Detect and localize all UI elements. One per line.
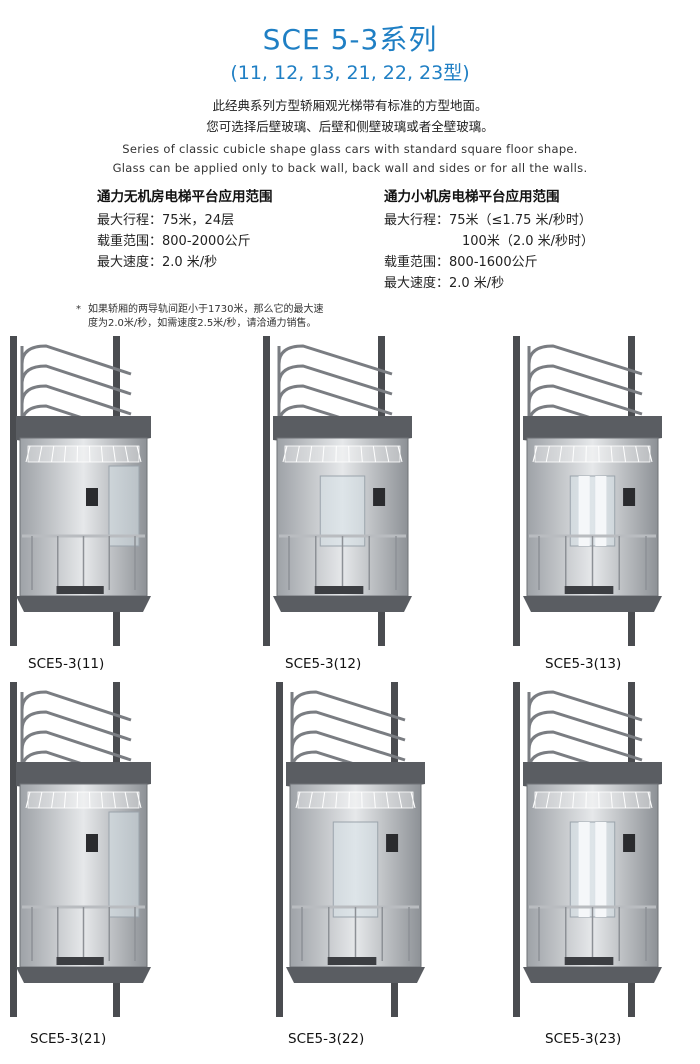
model-caption-23: SCE5-3(23) (545, 1031, 622, 1047)
model-caption-22: SCE5-3(22) (288, 1031, 365, 1047)
car-control-panel (386, 834, 399, 852)
spec-right-row: 最大速度：2.0 米/秒 (384, 276, 505, 291)
page-subtitle: (11, 12, 13, 21, 22, 23型) (230, 62, 470, 84)
spec-right-row: 最大行程：75米（≤1.75 米/秒时） (384, 213, 592, 228)
elevator-image-22 (268, 682, 443, 1017)
top-railing (277, 344, 393, 376)
footnote: * 如果轿厢的两导轨间距小于1730米，那么它的最大速 度为2.0米/秒，如需速… (76, 303, 388, 331)
footnote-line-1: 如果轿厢的两导轨间距小于1730米，那么它的最大速 (88, 304, 324, 315)
ceiling-light (532, 791, 653, 809)
glass-panel (569, 821, 616, 918)
ceiling-light (282, 445, 403, 463)
floor-mat (56, 957, 104, 965)
spec-left-heading: 通力无机房电梯平台应用范围 (97, 189, 273, 205)
elevator-image-23 (505, 682, 680, 1017)
car-canopy (523, 416, 662, 445)
footnote-star: * (76, 304, 81, 315)
glass-panel (595, 476, 607, 546)
guide-rail (513, 682, 520, 1017)
model-caption-11: SCE5-3(11) (28, 656, 105, 672)
floor-mat (327, 957, 377, 965)
car-floor (523, 596, 662, 612)
car-control-panel (86, 488, 98, 506)
floor-mat (314, 586, 364, 594)
spec-left-block: 通力无机房电梯平台应用范围 最大行程：75米，24层 载重范围：800-2000… (97, 187, 273, 273)
elevator-image-11 (8, 336, 183, 646)
car-floor (523, 967, 662, 983)
spec-right-row: 100米（2.0 米/秒时） (462, 234, 594, 249)
car-canopy (286, 762, 425, 791)
glass-panel (319, 475, 366, 547)
elevator-image-13 (505, 336, 680, 646)
ceiling-light (532, 445, 653, 463)
floor-mat (564, 957, 614, 965)
top-railing (527, 690, 643, 722)
ceiling-light (25, 791, 142, 809)
guide-rail (10, 336, 17, 646)
elevator-image-21 (8, 682, 183, 1017)
spec-right-block: 通力小机房电梯平台应用范围 最大行程：75米（≤1.75 米/秒时） 100米（… (384, 187, 594, 294)
guide-rail (10, 682, 17, 1017)
ceiling-light (25, 445, 142, 463)
car-floor (286, 967, 425, 983)
car-canopy (273, 416, 412, 445)
guide-rail (263, 336, 270, 646)
car-canopy (16, 762, 151, 791)
guide-rail (276, 682, 283, 1017)
car-canopy (16, 416, 151, 445)
spec-left-row: 最大速度：2.0 米/秒 (97, 255, 218, 270)
car-control-panel (373, 488, 386, 506)
car-floor (273, 596, 412, 612)
guide-rail (513, 336, 520, 646)
description-en-line-1: Series of classic cubicle shape glass ca… (122, 142, 578, 156)
car-canopy (523, 762, 662, 791)
car-floor (16, 967, 151, 983)
glass-panel (578, 476, 590, 546)
footnote-line-2: 度为2.0米/秒，如需速度2.5米/秒，请洽通力销售。 (88, 318, 317, 329)
elevator-image-12 (255, 336, 430, 646)
car-control-panel (623, 488, 636, 506)
spec-right-row: 载重范围：800-1600公斤 (384, 255, 538, 270)
top-railing (290, 690, 406, 722)
spec-left-row: 最大行程：75米，24层 (97, 213, 235, 228)
glass-panel (108, 465, 140, 547)
model-caption-13: SCE5-3(13) (545, 656, 622, 672)
glass-panel (332, 821, 379, 918)
car-control-panel (86, 834, 98, 852)
glass-panel (569, 475, 616, 547)
car-floor (16, 596, 151, 612)
description-cn-line-1: 此经典系列方型轿厢观光梯带有标准的方型地面。 (212, 98, 488, 113)
model-caption-12: SCE5-3(12) (285, 656, 362, 672)
ceiling-light (295, 791, 416, 809)
floor-mat (564, 586, 614, 594)
page-title: SCE 5-3系列 (262, 23, 438, 56)
car-control-panel (623, 834, 636, 852)
spec-right-heading: 通力小机房电梯平台应用范围 (384, 189, 560, 205)
floor-mat (56, 586, 104, 594)
description-en-line-2: Glass can be applied only to back wall, … (112, 161, 588, 175)
glass-panel (578, 822, 590, 917)
spec-left-row: 载重范围：800-2000公斤 (97, 234, 251, 249)
description-cn-line-2: 您可选择后壁玻璃、后壁和侧壁玻璃或者全壁玻璃。 (206, 119, 494, 134)
glass-panel (108, 811, 140, 918)
top-railing (527, 344, 643, 376)
model-caption-21: SCE5-3(21) (30, 1031, 107, 1047)
glass-panel (595, 822, 607, 917)
